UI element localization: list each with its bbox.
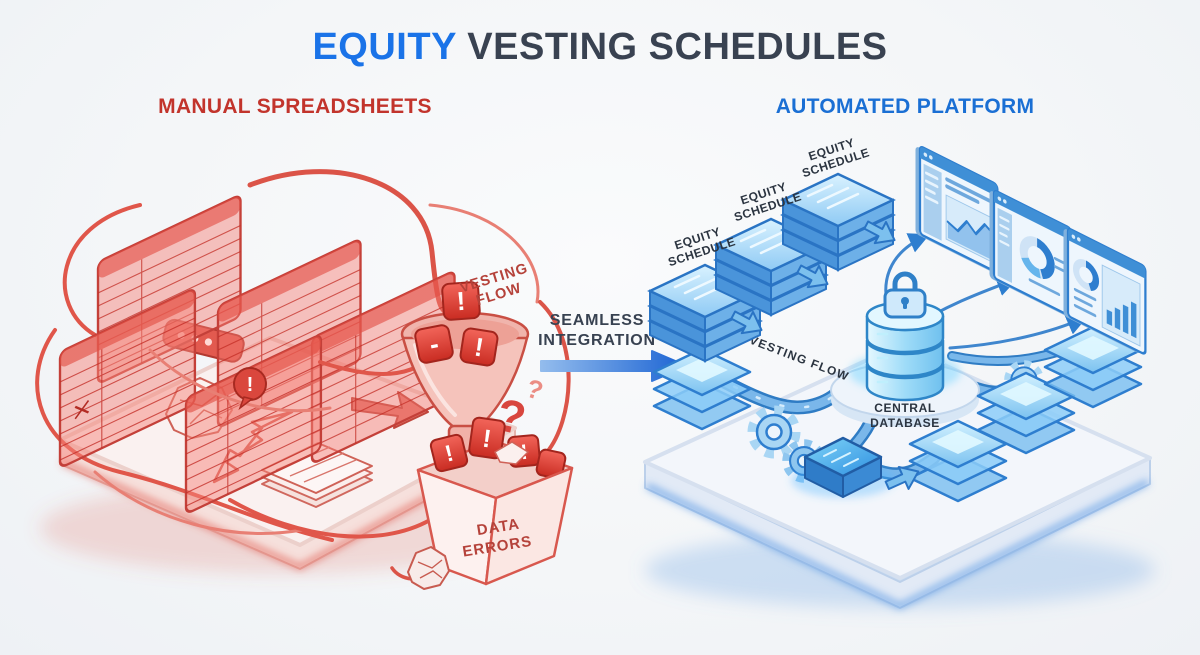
flow-arrow (863, 220, 896, 245)
error-block: ! (441, 281, 481, 321)
crumpled-paper-ball (407, 546, 450, 590)
flow-arrow (730, 310, 763, 335)
dashboard-screen-line-chart (915, 146, 999, 273)
gear-icon (747, 405, 801, 459)
left-section-heading: MANUAL SPREADSHEETS (158, 95, 432, 118)
alert-balloon: ! (233, 367, 267, 411)
flow-arrow (796, 264, 829, 289)
lock-icon (883, 271, 927, 319)
error-block: ! (459, 327, 499, 367)
scene-automated-platform: CENTRAL DATABASE VESTING FLOW (643, 135, 1155, 610)
page-title: EQUITY VESTING SCHEDULES (0, 26, 1200, 69)
right-section-heading: AUTOMATED PLATFORM (775, 95, 1035, 118)
stack-arrows (730, 220, 896, 335)
dashboard-screen-donut-chart (989, 190, 1073, 317)
data-errors-line1: DATA (476, 516, 522, 540)
dashboard-screens (915, 146, 1147, 355)
vesting-flow-label-right: VESTING FLOW (748, 333, 852, 384)
tangled-wires-back (35, 169, 540, 542)
screen-connector (948, 315, 1088, 350)
scene-manual-spreadsheets: ! ! - (35, 169, 574, 590)
equity-schedule-stack (780, 172, 896, 272)
flow-arrow (884, 466, 920, 490)
central-database: CENTRAL DATABASE (830, 271, 980, 430)
integration-line2: INTEGRATION (538, 332, 656, 349)
spreadsheet-panel (58, 289, 197, 467)
title-rest: VESTING SCHEDULES (456, 26, 888, 68)
error-blocks-bin: ! ! ! (429, 416, 567, 480)
paper-stack (261, 442, 373, 508)
error-block: - (414, 324, 454, 364)
integration-line1: SEAMLESS (550, 312, 644, 329)
equity-schedule-label: EQUITY SCHEDULE (800, 135, 871, 180)
plate-stack (652, 347, 752, 431)
title-highlight: EQUITY (312, 26, 457, 68)
central-database-label: CENTRAL DATABASE (870, 401, 940, 430)
exclamation-glyph: ! (456, 286, 467, 317)
exclamation-glyph: ! (247, 374, 254, 396)
spreadsheet-panels (58, 195, 456, 513)
crumpled-paper-small (494, 441, 530, 465)
error-blocks-funnel: ! - ! (414, 281, 499, 367)
equity-schedule-stacks (647, 172, 896, 363)
integration-center: SEAMLESS INTEGRATION (538, 312, 688, 382)
exclamation-glyph: ! (481, 425, 493, 454)
central-database-line2: DATABASE (870, 416, 940, 430)
processor-chip (791, 436, 895, 498)
error-block: ! (429, 433, 469, 473)
question-glyph: ? (523, 373, 547, 406)
central-database-line1: CENTRAL (874, 401, 936, 415)
error-block: ! (468, 416, 506, 460)
dashboard-screen-bar-chart (1063, 228, 1147, 355)
